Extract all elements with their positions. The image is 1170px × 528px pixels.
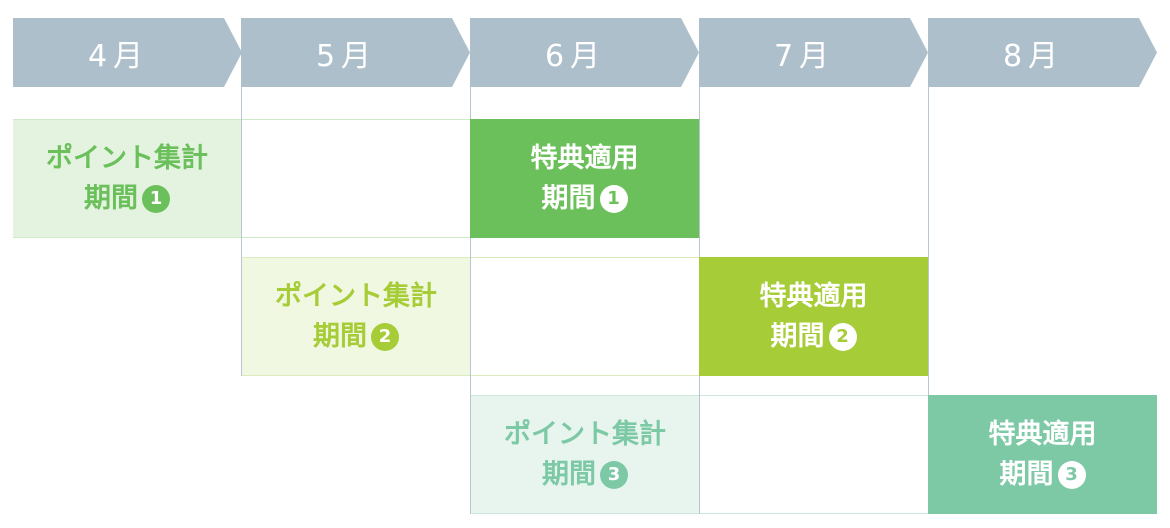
- benefit-period-3: 特典適用 期間 3: [928, 395, 1157, 514]
- period-label: 期間: [84, 182, 138, 214]
- row-2-spacer: [471, 257, 699, 376]
- period-number-badge: 1: [142, 184, 170, 213]
- period-number-badge: 3: [1057, 460, 1086, 489]
- month-header-aug: 8月: [928, 18, 1157, 87]
- month-header-apr: 4月: [13, 18, 242, 87]
- collection-period-label: ポイント集計: [504, 418, 666, 450]
- benefit-period-label: 特典適用: [988, 418, 1097, 450]
- benefit-period-2: 特典適用 期間 2: [699, 257, 928, 376]
- period-label: 期間: [999, 458, 1054, 490]
- month-header-jul: 7月: [699, 18, 928, 87]
- collection-period-3: ポイント集計 期間 3: [471, 395, 699, 514]
- row-3-spacer: [700, 395, 928, 514]
- period-label: 期間: [770, 320, 825, 352]
- row-1-spacer: [242, 119, 470, 238]
- column-divider: [241, 87, 242, 376]
- benefit-period-label: 特典適用: [759, 280, 868, 312]
- collection-period-label: ポイント集計: [275, 280, 437, 312]
- month-header-may: 5月: [241, 18, 470, 87]
- column-divider: [470, 87, 471, 514]
- period-number-badge: 2: [371, 322, 399, 351]
- column-divider: [928, 87, 929, 397]
- period-number-badge: 2: [828, 322, 857, 351]
- collection-period-1: ポイント集計 期間 1: [13, 119, 241, 238]
- collection-period-label: ポイント集計: [46, 142, 208, 174]
- month-header-jun: 6月: [470, 18, 699, 87]
- benefit-period-label: 特典適用: [530, 142, 639, 174]
- period-label: 期間: [313, 320, 367, 352]
- benefit-period-1: 特典適用 期間 1: [470, 119, 699, 238]
- period-number-badge: 3: [600, 460, 628, 489]
- period-label: 期間: [541, 182, 596, 214]
- period-label: 期間: [542, 458, 596, 490]
- collection-period-2: ポイント集計 期間 2: [242, 257, 470, 376]
- period-number-badge: 1: [599, 184, 628, 213]
